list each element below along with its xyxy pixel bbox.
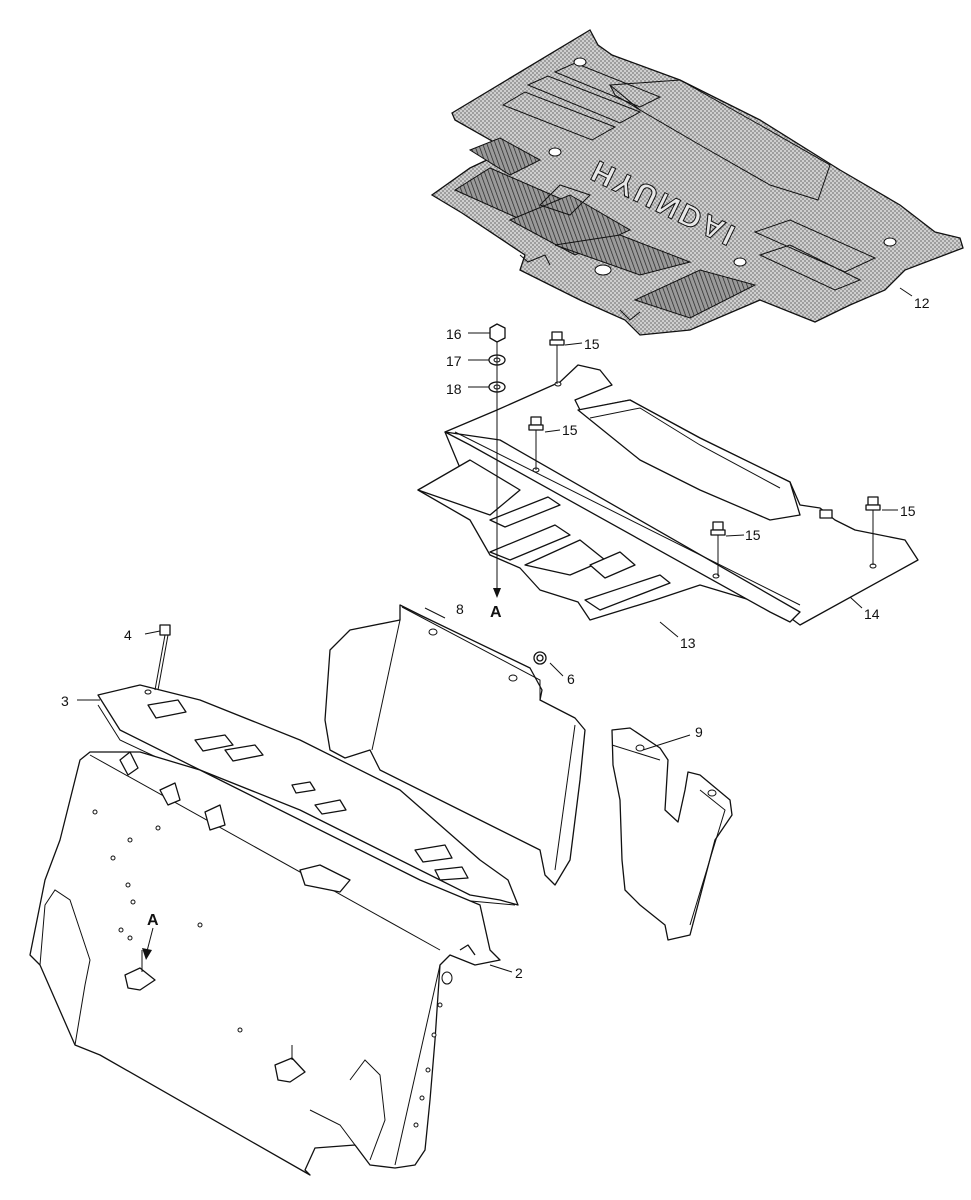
bolt-part-15 — [528, 331, 881, 576]
mat-groove-center — [554, 234, 692, 276]
callout-9: 9 — [695, 724, 703, 740]
mat-groove-right — [633, 269, 757, 319]
bracket-part-9 — [611, 727, 733, 941]
bolt-part-4 — [154, 624, 171, 691]
callout-14: 12 — [914, 295, 930, 311]
floor-mat-part-14: HYUNDAI — [430, 29, 964, 336]
callout-15-d: 15 — [900, 503, 916, 519]
callout-15-b: 15 — [562, 422, 578, 438]
callout-labels: 12 14 13 15 15 15 15 16 17 18 8 6 9 3 4 … — [61, 295, 930, 981]
callout-18: 18 — [446, 381, 462, 397]
floor-plate-part-13 — [417, 364, 919, 626]
callout-2: 2 — [515, 965, 523, 981]
view-marker-a-top: A — [490, 604, 502, 621]
callout-15-c: 15 — [745, 527, 761, 543]
panel-part-2 — [29, 751, 501, 1176]
callout-12: 13 — [680, 635, 696, 651]
callout-3: 3 — [61, 693, 69, 709]
shield-part-8 — [324, 604, 586, 886]
view-marker-a-bottom: A — [147, 912, 159, 929]
callout-15-a: 15 — [584, 336, 600, 352]
callout-8: 8 — [456, 601, 464, 617]
bolt-washer-stack — [488, 323, 506, 598]
callout-16: 16 — [446, 326, 462, 342]
callout-4: 4 — [124, 627, 132, 643]
callout-13: 14 — [864, 606, 880, 622]
callout-17: 17 — [446, 353, 462, 369]
callout-6: 6 — [567, 671, 575, 687]
mat-groove-left-2 — [468, 137, 542, 176]
leader-lines — [77, 287, 913, 973]
